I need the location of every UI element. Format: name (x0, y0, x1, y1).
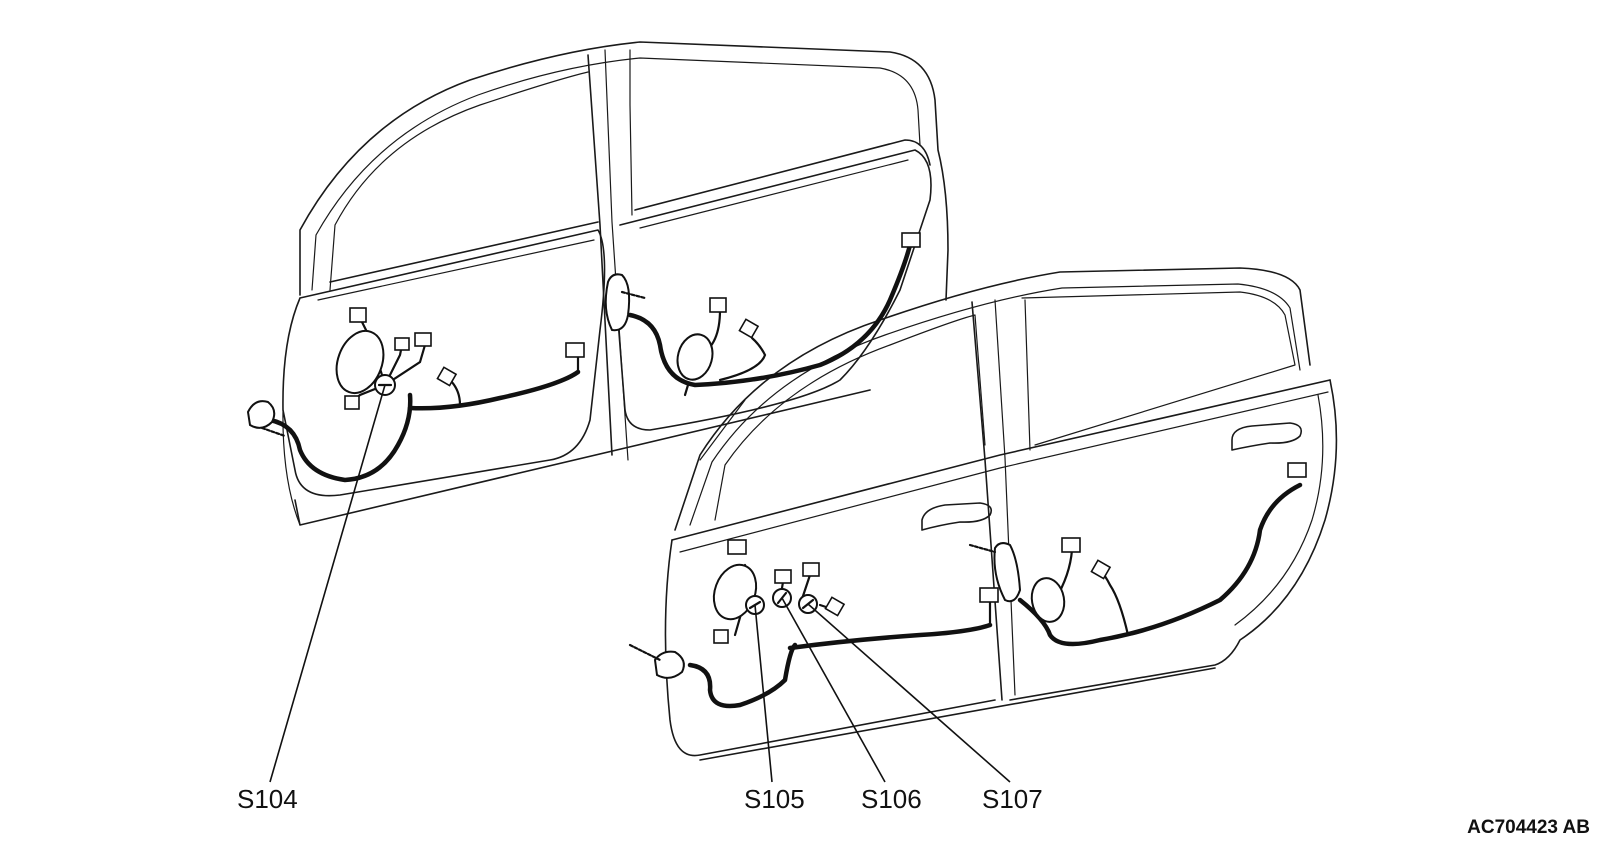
leader-S105 (754, 604, 773, 783)
lower-rear-door-harness (968, 462, 1307, 647)
lower-vehicle-body (664, 267, 1338, 761)
leader-S104 (269, 384, 386, 783)
leader-S106 (781, 597, 886, 783)
connector (394, 337, 410, 351)
callout-label-S107: S107 (982, 784, 1043, 814)
upper-vehicle-body (282, 41, 949, 526)
connector (1287, 462, 1307, 478)
connector (565, 342, 585, 358)
figure-id: AC704423 AB (1467, 817, 1590, 838)
leader-lines (269, 384, 1011, 783)
callout-label-S104: S104 (237, 784, 298, 814)
callout-label-S105: S105 (744, 784, 805, 814)
rear-door-motor-lower (1030, 577, 1066, 623)
connector (344, 395, 360, 410)
connector (436, 366, 458, 387)
front-hinge-grommet (246, 400, 276, 429)
connector (709, 297, 727, 313)
connector (713, 629, 729, 644)
lower-front-door-harness (628, 539, 999, 709)
connector (802, 562, 820, 577)
front-door-motor (335, 330, 385, 394)
connector (774, 569, 792, 584)
upper-front-door-harness (246, 307, 585, 483)
front-door-motor-lower (712, 563, 758, 621)
connector (349, 307, 367, 323)
rear-door-motor (676, 333, 714, 381)
connector (979, 587, 999, 603)
connector (414, 332, 432, 347)
connector (824, 596, 846, 617)
leader-S107 (807, 603, 1011, 783)
connector (727, 539, 747, 555)
connector (1061, 537, 1081, 553)
rear-hinge-grommet-lower (993, 542, 1022, 603)
connector (1090, 559, 1112, 580)
connector (901, 232, 921, 248)
connector (738, 318, 760, 339)
callout-label-S106: S106 (861, 784, 922, 814)
front-hinge-grommet-lower (653, 650, 685, 679)
upper-rear-door-harness (604, 232, 921, 397)
rear-hinge-grommet (604, 273, 631, 332)
